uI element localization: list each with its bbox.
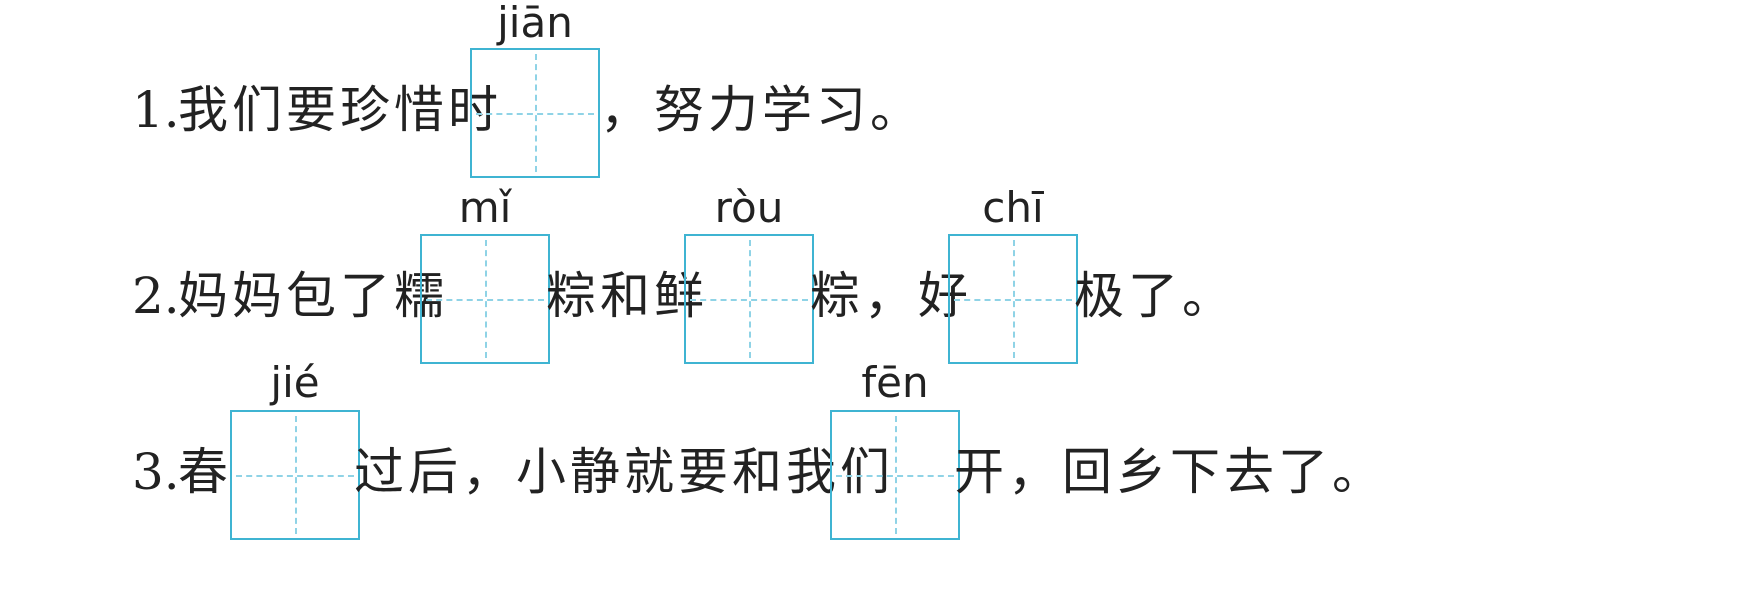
question-3-answer-box-1[interactable] [230,410,360,540]
question-2-answer-box-2[interactable] [684,234,814,364]
question-2-number: 2. [132,267,180,325]
question-2-answer-box-3[interactable] [948,234,1078,364]
question-2-blank-2-pinyin: ròu [714,183,784,232]
question-3-number: 3. [132,443,180,501]
question-2-blank-1-pinyin: mǐ [458,183,512,232]
question-1-text-after: ，努力学习。 [600,81,924,139]
question-1-blank-pinyin: jiān [497,0,573,47]
question-3-answer-box-2[interactable] [830,410,960,540]
question-3-text-before: 春 [178,443,232,501]
question-2-text-middle-1: 粽和鲜 [546,267,708,325]
question-2-blank-3-pinyin: chī [982,183,1044,232]
question-1-number: 1. [132,81,180,139]
question-2-answer-box-1[interactable] [420,234,550,364]
question-2-text-before: 妈妈包了糯 [178,267,448,325]
question-2-text-middle-2: 粽，好 [810,267,972,325]
question-3-text-middle: 过后，小静就要和我们 [354,443,894,501]
question-1-answer-box[interactable] [470,48,600,178]
question-3-text-after: 开，回乡下去了。 [954,443,1386,501]
question-1-text-before: 我们要珍惜时 [178,81,502,139]
question-3-blank-1-pinyin: jié [270,358,320,407]
question-3-blank-2-pinyin: fēn [861,358,929,407]
question-2-text-after: 极了。 [1074,267,1236,325]
